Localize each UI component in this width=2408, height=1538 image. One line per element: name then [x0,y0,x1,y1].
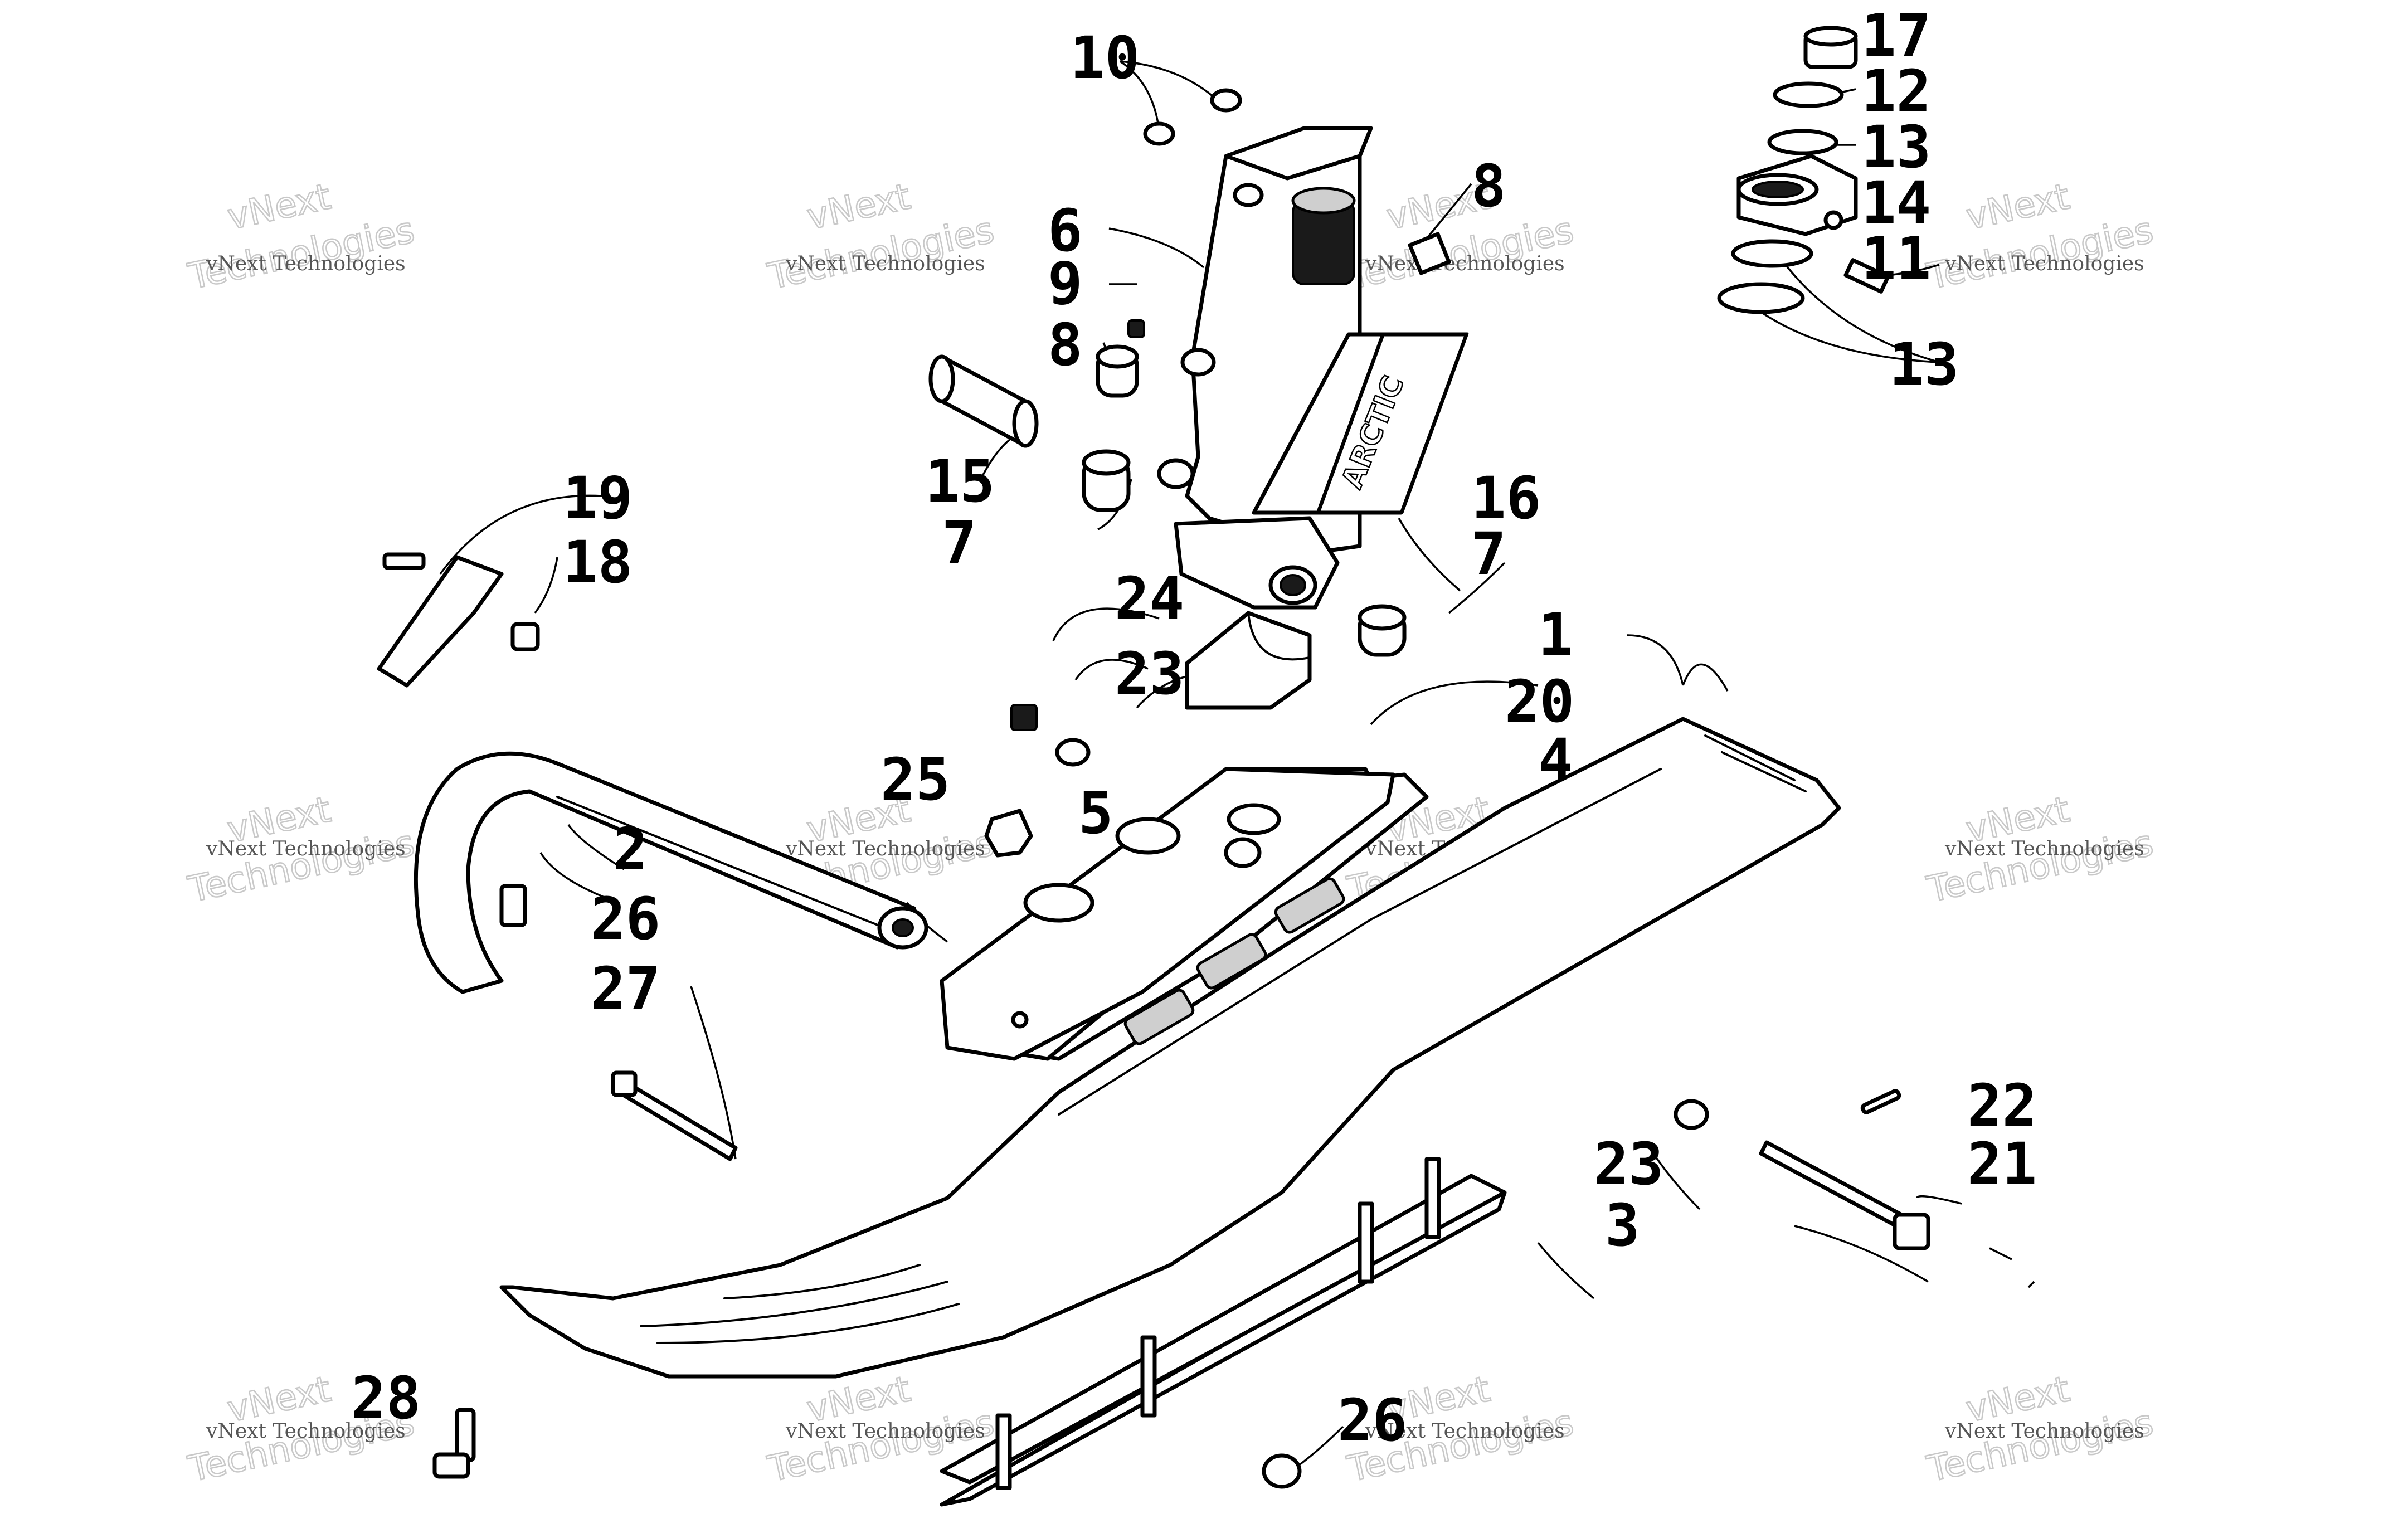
washer-12 [1773,81,1844,108]
callout: 19 [563,464,633,532]
watermark-tile: vNext Technologies [184,176,419,299]
watermark-caption: vNext Technologies [206,252,406,275]
callout: 14 [1861,169,1931,237]
washer-10 [1143,88,1242,146]
washer-23-right [1674,1099,1709,1130]
decal: ARCTIC [1252,332,1469,515]
leader-lines [439,35,2035,1467]
steering-arm-clamp [1736,154,1858,236]
spindle-base [1174,516,1340,610]
callout: 25 [880,746,950,814]
callout: 8 [1471,152,1506,220]
ski-body [499,717,1841,1379]
bolt-28 [432,1408,476,1479]
watermark-caption: vNext Technologies [1365,1420,1565,1443]
bearing-8 [1408,232,1451,275]
callout: 26 [1337,1386,1407,1454]
callout: 6 [1048,197,1083,265]
watermark-caption: vNext Technologies [785,1420,985,1443]
callout: 11 [1861,225,1931,293]
callout: 21 [1967,1130,2037,1198]
callout-labels: 10 17 12 13 8 14 6 11 9 13 8 19 18 15 16… [351,2,2037,1454]
callout: 8 [1048,311,1083,379]
callout: 10 [1070,24,1140,92]
wear-bar [940,1157,1507,1507]
washer-13-low [1717,282,1805,314]
callout: 15 [925,447,995,515]
callout: 17 [1861,2,1931,70]
callout: 5 [1078,779,1113,847]
callout: 4 [1538,726,1573,794]
callout: 20 [1505,668,1574,736]
bushing-right [1358,604,1407,657]
callout: 2 [613,815,648,883]
callout: 9 [1048,250,1083,318]
bolt-26-upper [499,884,527,927]
nut-25 [984,809,1033,858]
ski-loop [414,751,928,994]
saddle-plate [940,767,1395,1061]
watermark-caption: vNext Technologies [785,252,985,275]
callout: 22 [1967,1072,2037,1140]
watermark-caption: vNext Technologies [206,838,406,860]
watermark-caption: vNext Technologies [206,1420,406,1443]
cotter-pin-22 [1860,1089,1901,1114]
callout: 26 [591,885,660,953]
callout: 13 [1889,330,1959,398]
watermark-tile: vNext Technologies [1343,176,1578,299]
grease-fitting [1127,319,1145,338]
callout: 18 [563,528,633,596]
watermark-caption: vNext Technologies [1944,1420,2144,1443]
bolt-27 [611,1070,738,1161]
bolt-19 [382,552,426,570]
callout: 27 [591,955,660,1023]
nut-24 [1010,704,1038,731]
callout: 23 [1594,1130,1663,1198]
nut-18 [510,622,540,651]
watermark-caption: vNext Technologies [1365,252,1565,275]
watermark-caption: vNext Technologies [1944,252,2144,275]
watermark-caption: vNext Technologies [785,838,985,860]
sleeve-15 [928,354,1039,448]
watermark-tile: vNext Technologies [763,176,998,299]
callout: 1 [1538,601,1573,669]
cap-17 [1803,26,1858,69]
bolt-21 [1759,1140,1930,1250]
callout: 13 [1861,113,1931,181]
callout: 7 [942,509,977,577]
bracket-19 [377,555,504,688]
clamp-bolt-11 [1843,258,1890,294]
callout: 16 [1471,464,1541,532]
bushing-8 [1096,344,1139,398]
callout: 28 [351,1364,421,1432]
callout: 24 [1115,564,1184,632]
watermark-caption: vNext Technologies [1944,838,2144,860]
bumper [1185,611,1312,710]
callout: 23 [1115,640,1184,708]
nut-26-lower [1262,1453,1302,1489]
bushing-left [1082,449,1131,512]
callout: 7 [1471,520,1506,588]
callout: 3 [1605,1191,1640,1259]
watermark-tile: vNext Technologies [1923,176,2157,299]
callout: 12 [1861,57,1931,125]
washer-23 [1055,738,1091,767]
washer-13-mid [1731,239,1813,268]
washer-5 [1224,837,1262,868]
washer-13-top [1767,129,1838,155]
